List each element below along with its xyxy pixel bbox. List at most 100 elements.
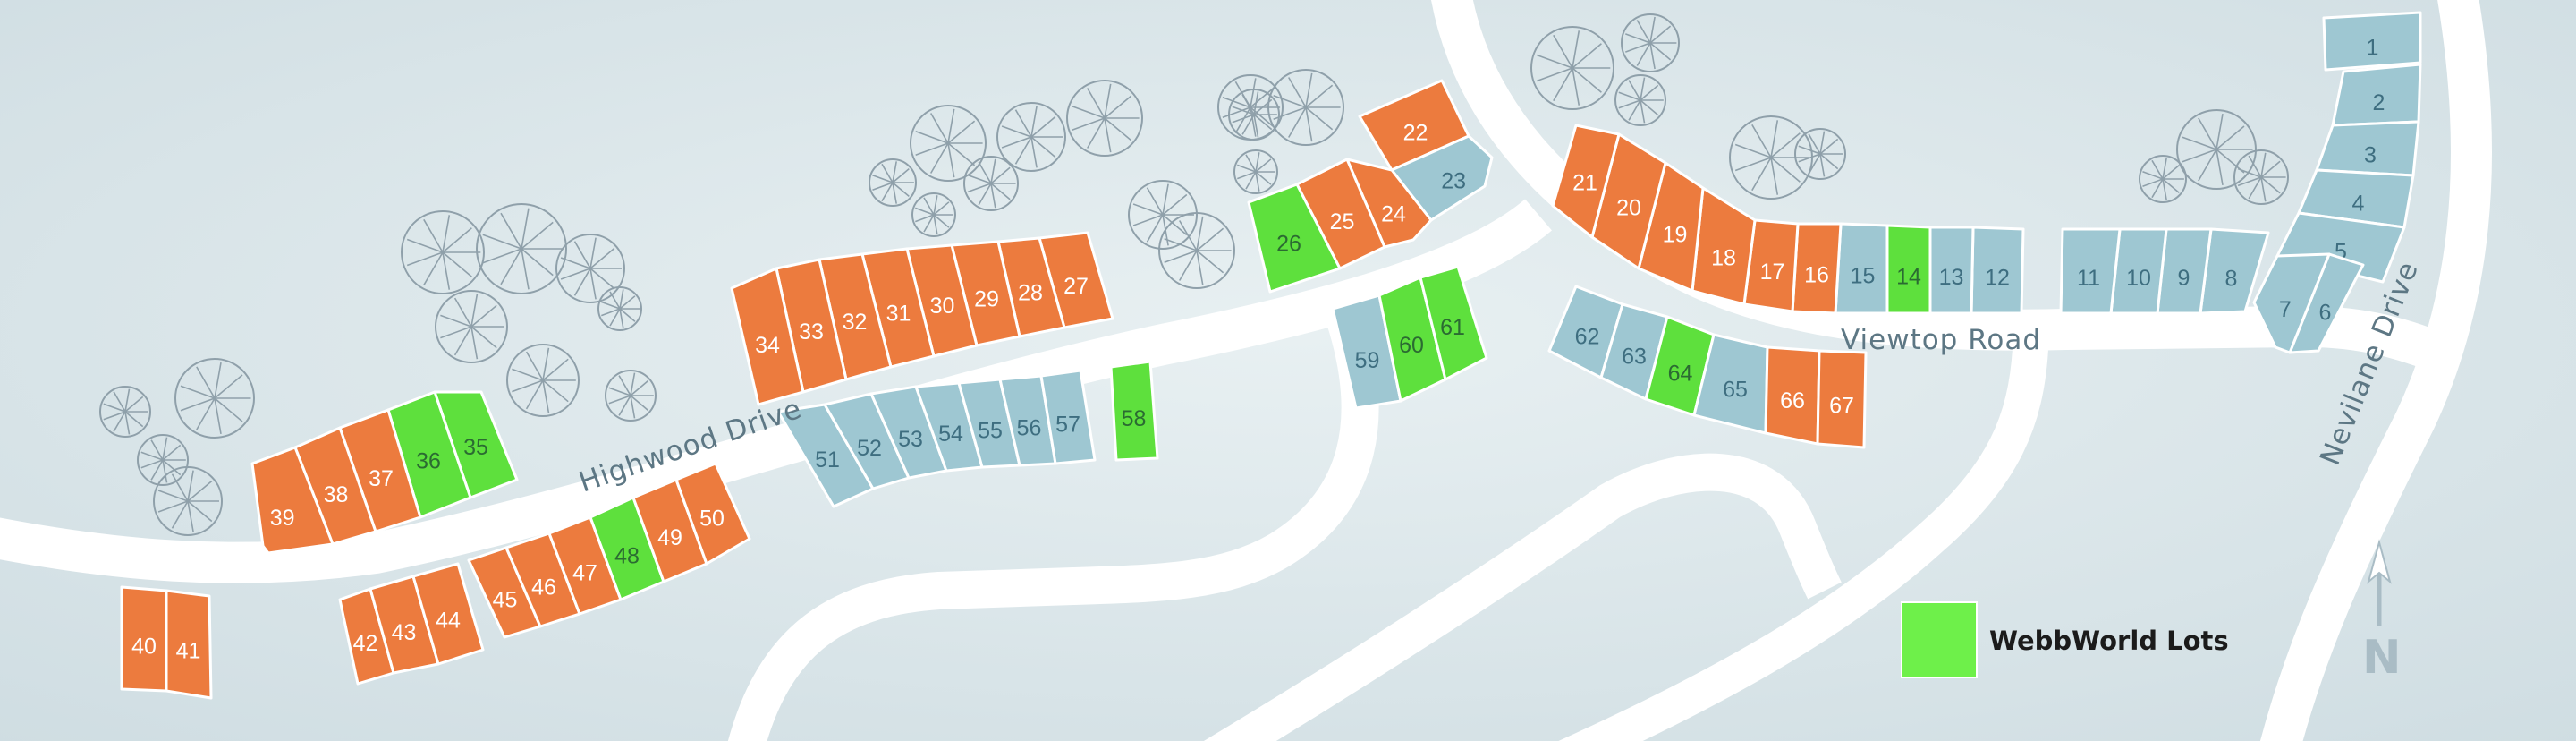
lot-number: 16 [1804, 263, 1829, 288]
lot-51[interactable]: 51 [776, 403, 875, 508]
lot-37[interactable]: 37 [338, 408, 422, 533]
lot-5[interactable]: 5 [2275, 211, 2406, 284]
road-label-viewtop-road: Viewtop Road [1841, 324, 2041, 356]
lot-4[interactable]: 4 [2297, 168, 2415, 229]
lot-number: 25 [1330, 209, 1355, 234]
lot-61[interactable]: 61 [1419, 265, 1488, 381]
tree-icon [401, 210, 485, 294]
lot-number: 43 [392, 620, 417, 645]
lot-number: 50 [699, 507, 724, 532]
lot-number: 47 [572, 561, 597, 586]
north-label: N [2362, 631, 2402, 685]
lot-11[interactable]: 11 [2059, 227, 2122, 315]
lot-shape[interactable] [165, 589, 213, 700]
tree-icon [555, 234, 625, 303]
lot-number: 52 [857, 436, 882, 461]
lot-number: 8 [2225, 267, 2238, 292]
tree-icon [174, 358, 255, 439]
lot-66[interactable]: 66 [1764, 345, 1821, 446]
lot-shape[interactable] [1816, 349, 1868, 449]
tree-icon [506, 344, 580, 417]
tree-icon [1158, 212, 1235, 289]
lot-number: 39 [270, 506, 295, 531]
lot-34[interactable]: 34 [730, 267, 805, 406]
tree-icon [99, 386, 151, 438]
tree-icon [137, 434, 189, 486]
lot-shape[interactable] [1419, 265, 1488, 381]
lot-33[interactable]: 33 [775, 258, 848, 394]
lot-shape[interactable] [2059, 227, 2122, 315]
lot-number: 33 [799, 319, 824, 345]
lot-26[interactable]: 26 [1247, 183, 1342, 294]
lot-shape[interactable] [2322, 11, 2422, 72]
lot-shape[interactable] [411, 562, 485, 666]
lot-number: 28 [1018, 281, 1043, 306]
lot-41[interactable]: 41 [165, 589, 213, 700]
lot-1[interactable]: 1 [2322, 11, 2422, 72]
lot-62[interactable]: 62 [1547, 285, 1624, 379]
tree-icon [963, 156, 1019, 211]
lot-number: 29 [974, 287, 999, 312]
lot-number: 54 [938, 422, 963, 447]
lot-number: 11 [2077, 266, 2100, 291]
lot-number: 60 [1399, 333, 1424, 358]
lot-29[interactable]: 29 [950, 240, 1021, 347]
tree-icon [1267, 69, 1344, 146]
lot-shape[interactable] [1551, 124, 1621, 239]
lot-number: 23 [1441, 168, 1466, 193]
lot-2[interactable]: 2 [2331, 63, 2422, 127]
tree-icon [1621, 13, 1680, 72]
lot-58[interactable]: 58 [1109, 360, 1159, 462]
lot-50[interactable]: 50 [674, 462, 751, 566]
lot-number: 19 [1663, 222, 1688, 247]
tree-icon [597, 286, 642, 331]
connector-road [1558, 347, 2048, 741]
lot-3[interactable]: 3 [2315, 120, 2420, 177]
lot-number: 17 [1760, 260, 1785, 285]
lot-number: 53 [898, 427, 923, 452]
lot-number: 45 [493, 588, 518, 613]
lot-shape[interactable] [730, 267, 805, 406]
lot-shape[interactable] [250, 446, 335, 555]
lot-39[interactable]: 39 [250, 446, 335, 555]
lot-number: 36 [416, 449, 441, 474]
lot-shape[interactable] [2275, 211, 2406, 284]
tree-icon [2139, 155, 2187, 203]
lot-16[interactable]: 16 [1791, 222, 1843, 315]
lot-number: 10 [2126, 266, 2151, 291]
lot-shape[interactable] [1039, 369, 1097, 465]
lot-shape[interactable] [1109, 360, 1159, 462]
lot-15[interactable]: 15 [1834, 222, 1889, 315]
lot-number: 65 [1723, 378, 1748, 403]
lot-24[interactable]: 24 [1345, 158, 1433, 249]
lot-shape[interactable] [2252, 252, 2331, 354]
lot-12[interactable]: 12 [1970, 226, 2025, 315]
lot-67[interactable]: 67 [1816, 349, 1868, 449]
lot-number: 67 [1829, 394, 1854, 419]
lot-44[interactable]: 44 [411, 562, 485, 666]
lot-53[interactable]: 53 [869, 385, 948, 480]
lot-number: 27 [1063, 274, 1089, 299]
lot-7[interactable]: 7 [2252, 252, 2331, 354]
loop-road [1203, 453, 1842, 741]
lot-number: 7 [2279, 297, 2292, 322]
north-arrow: N [2362, 539, 2402, 685]
tree-icon [996, 102, 1066, 172]
lot-25[interactable]: 25 [1295, 158, 1386, 270]
lot-21[interactable]: 21 [1551, 124, 1621, 239]
lot-number: 35 [463, 435, 488, 460]
lot-number: 31 [886, 302, 911, 327]
lot-14[interactable]: 14 [1885, 224, 1932, 315]
lot-number: 44 [436, 609, 461, 634]
lot-shape[interactable] [674, 462, 751, 566]
lot-13[interactable]: 13 [1928, 226, 1975, 315]
lot-40[interactable]: 40 [120, 585, 168, 693]
lot-43[interactable]: 43 [369, 575, 440, 675]
lot-number: 1 [2367, 36, 2379, 61]
lot-number: 32 [843, 310, 868, 335]
lot-57[interactable]: 57 [1039, 369, 1097, 465]
lot-18[interactable]: 18 [1690, 186, 1757, 306]
lot-shape[interactable] [1247, 183, 1342, 294]
lot-number: 56 [1017, 416, 1042, 441]
lot-42[interactable]: 42 [338, 587, 395, 686]
